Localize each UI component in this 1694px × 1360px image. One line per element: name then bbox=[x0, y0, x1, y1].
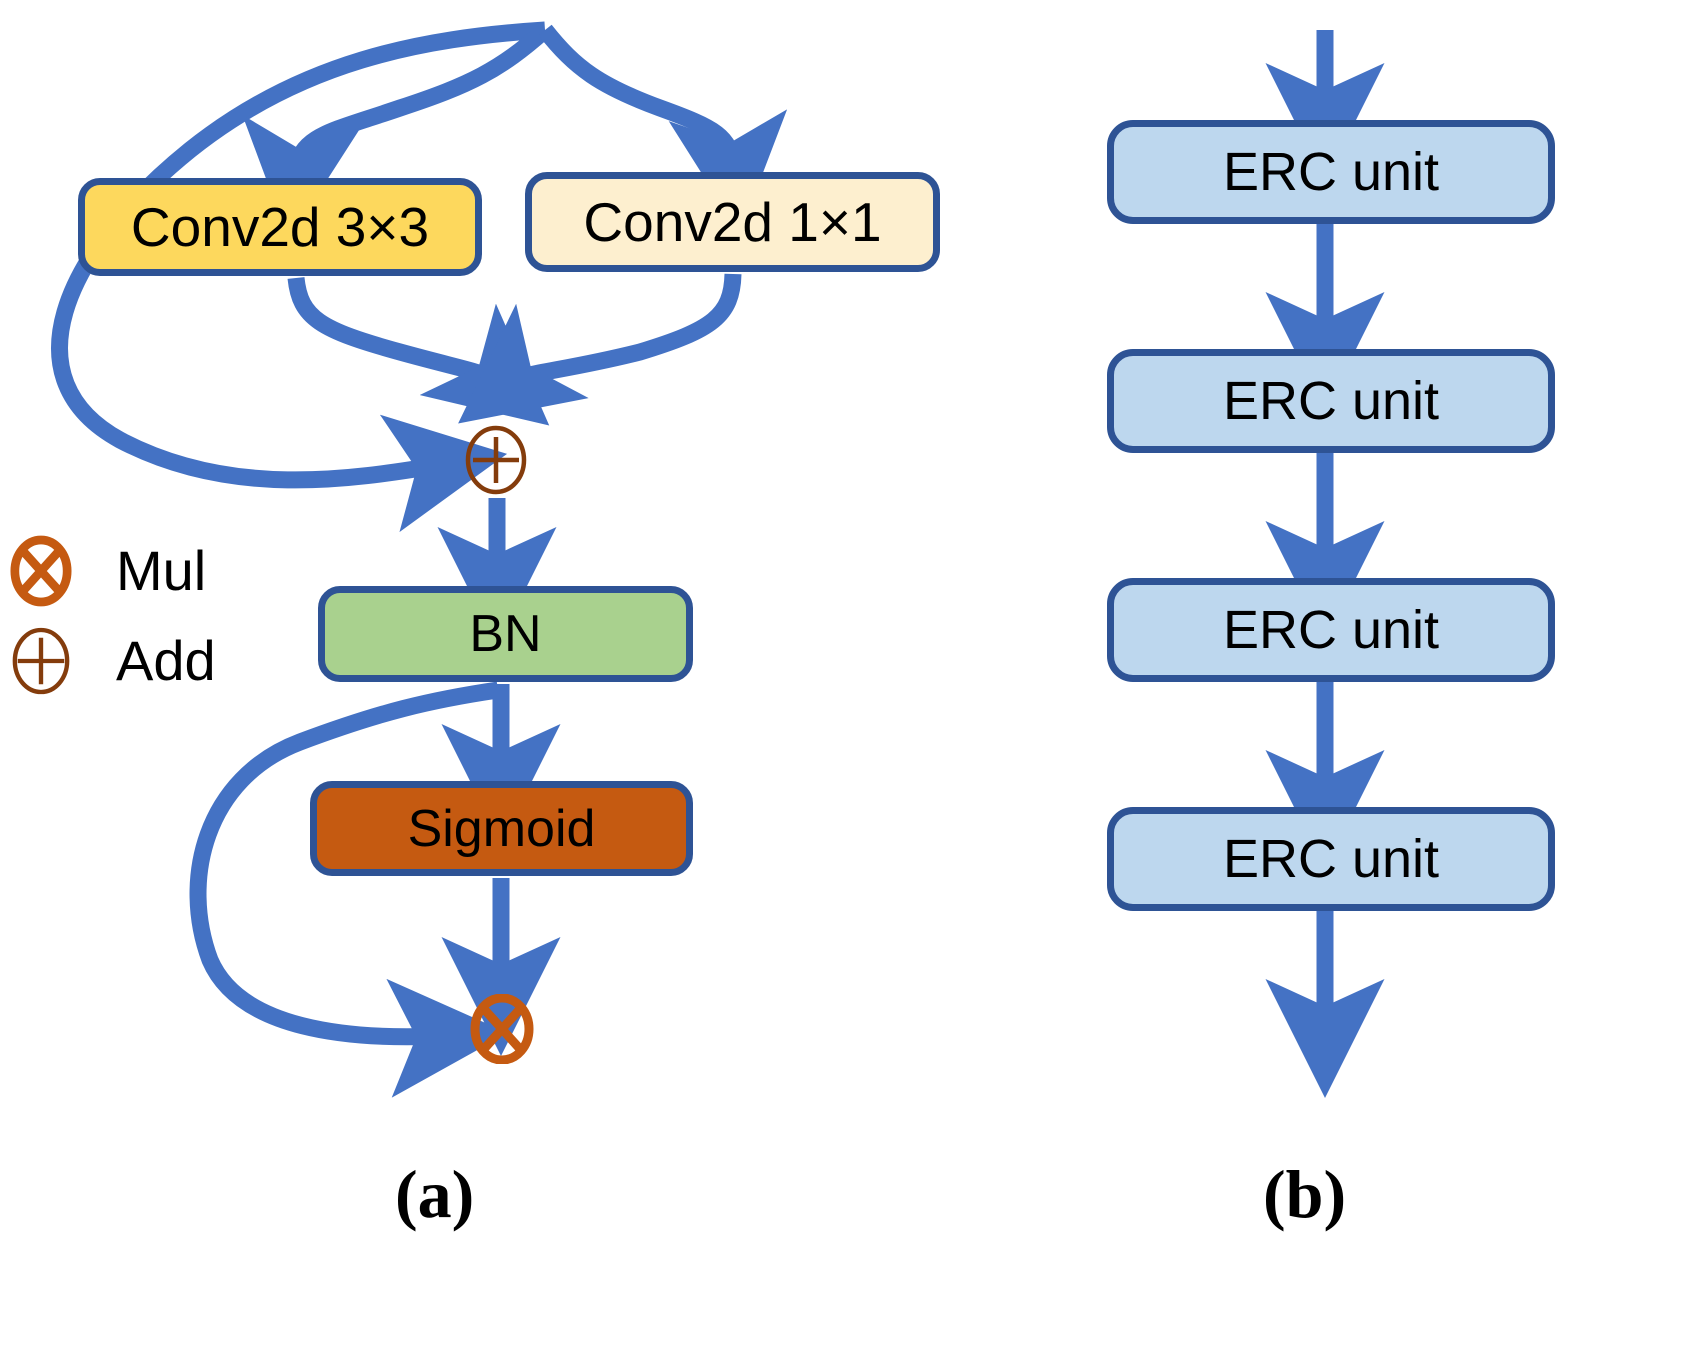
block-erc-unit-4[interactable]: ERC unit bbox=[1107, 807, 1555, 911]
legend-item-mul: Mul bbox=[10, 535, 206, 607]
block-erc-unit-3[interactable]: ERC unit bbox=[1107, 578, 1555, 682]
circle-times-icon[interactable] bbox=[470, 994, 534, 1064]
edge-conv33-to-add bbox=[287, 276, 550, 426]
legend-label-add: Add bbox=[116, 629, 216, 692]
legend-label-mul: Mul bbox=[116, 539, 207, 602]
caption-panel-b: (b) bbox=[1263, 1156, 1347, 1232]
circle-plus-icon bbox=[12, 627, 70, 695]
block-erc-unit-2[interactable]: ERC unit bbox=[1107, 349, 1555, 453]
edge-conv11-to-add bbox=[458, 273, 742, 424]
circle-plus-icon[interactable] bbox=[464, 425, 528, 495]
block-sigmoid[interactable]: Sigmoid bbox=[310, 781, 693, 876]
caption-panel-a: (a) bbox=[395, 1156, 475, 1232]
block-conv2d-3x3[interactable]: Conv2d 3×3 bbox=[78, 178, 482, 276]
circle-times-icon bbox=[10, 535, 72, 607]
edge-input-to-conv11 bbox=[538, 24, 788, 234]
block-erc-unit-1[interactable]: ERC unit bbox=[1107, 120, 1555, 224]
legend-item-add: Add bbox=[10, 625, 216, 697]
edge-input-to-conv33 bbox=[242, 23, 551, 240]
block-bn[interactable]: BN bbox=[318, 586, 693, 682]
block-conv2d-1x1[interactable]: Conv2d 1×1 bbox=[525, 172, 940, 272]
